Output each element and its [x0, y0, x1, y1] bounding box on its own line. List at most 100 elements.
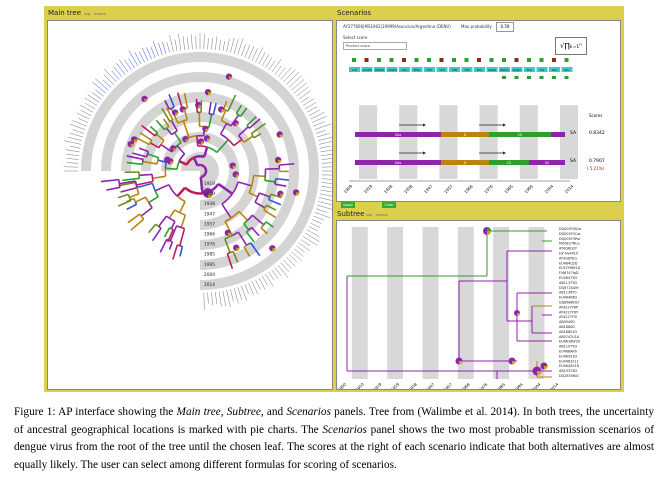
location-label: BOL	[527, 68, 533, 72]
leaf-label	[116, 63, 126, 75]
leaf-label	[308, 109, 321, 116]
leaf-label	[321, 182, 334, 184]
tree-branch	[202, 146, 209, 158]
location-box	[349, 67, 360, 72]
subtree-time-band	[351, 227, 368, 379]
leaf-label	[319, 193, 336, 198]
tree-branch	[251, 214, 265, 226]
subtree-leaf-label: DQ005Y2Car	[559, 232, 581, 236]
location-box	[536, 67, 548, 72]
tree-branch	[154, 183, 170, 192]
leaf-label	[146, 47, 152, 60]
ring-year-label: 1938	[204, 201, 215, 207]
apply-button[interactable]: Apply	[341, 202, 355, 208]
leaf-label	[298, 242, 311, 252]
location-color	[564, 76, 569, 79]
leaf-label	[218, 291, 222, 307]
leaf-label	[66, 158, 79, 160]
subtree-leaf-label: EU468AR0	[559, 350, 577, 354]
clear-button[interactable]: Clear	[382, 202, 396, 208]
tree-branch	[217, 182, 234, 195]
tree-branch	[138, 147, 149, 153]
tree-branch	[180, 214, 187, 228]
location-label: PER	[427, 68, 432, 72]
leaf-label	[207, 38, 209, 50]
ring-year-label: 1929	[204, 191, 215, 197]
tree-branch	[160, 143, 173, 153]
leaf-label	[321, 153, 335, 156]
pie-slice	[235, 123, 239, 127]
leaf-label	[300, 239, 311, 247]
tree-branch	[179, 228, 186, 246]
leaf-label	[203, 292, 205, 310]
location-color	[552, 76, 556, 79]
tree-branch	[212, 103, 217, 115]
leaf-label	[152, 40, 159, 57]
subtree-time-band	[387, 227, 404, 379]
leaf-label	[311, 116, 327, 123]
leaf-label	[169, 34, 174, 52]
leaf-label	[104, 69, 117, 83]
tree-branch	[172, 244, 179, 260]
scenario-arrow-head	[503, 151, 506, 155]
tree-branch	[178, 201, 186, 214]
tree-branch	[154, 190, 159, 198]
leaf-label	[91, 92, 102, 100]
tree-branch	[229, 250, 234, 254]
tree-branch	[176, 145, 186, 155]
subtree-newick-button[interactable]: newick	[376, 213, 389, 217]
location-label: PARAG	[488, 68, 497, 72]
leaf-label	[298, 90, 311, 100]
tree-branch	[196, 135, 199, 147]
tree-branch	[264, 179, 276, 183]
leaf-label	[317, 133, 330, 138]
location-box	[474, 67, 485, 72]
main-tree-newick-button[interactable]: newick	[94, 12, 107, 16]
tree-branch	[177, 120, 184, 124]
leaf-label	[241, 285, 247, 301]
location-label: BOL	[564, 68, 570, 72]
leaf-label	[277, 67, 286, 78]
pie-slice	[228, 76, 233, 80]
scenario-2-diff: ( 5.21%)	[587, 166, 605, 171]
subtree-svg-button[interactable]: svg	[366, 213, 373, 217]
tree-branch	[250, 122, 267, 135]
location-color	[514, 76, 519, 79]
leaf-label	[64, 140, 81, 145]
tree-branch	[257, 192, 261, 198]
main-tree-canvas[interactable]: 1919192919381947195719661976198519952004…	[48, 21, 339, 389]
leaf-label	[321, 178, 339, 180]
score-select[interactable]: Product score	[343, 42, 407, 50]
leaf-label	[139, 51, 145, 63]
scenario-segment	[355, 160, 441, 165]
tree-branch	[239, 107, 248, 117]
leaf-label	[302, 236, 318, 246]
location-box	[436, 67, 448, 72]
subtree-leaf-label: AB1107YD	[559, 345, 577, 349]
main-tree-title: Main tree	[48, 9, 82, 17]
tree-branch	[118, 181, 137, 187]
main-tree-svg-button[interactable]: svg	[84, 12, 91, 16]
leaf-label	[258, 277, 266, 290]
pie-slice	[207, 92, 212, 96]
location-label: PAR	[552, 68, 557, 72]
subtree-leaf-label: EU4463211	[559, 359, 579, 363]
tree-branch	[106, 186, 121, 191]
location-color	[564, 58, 569, 62]
leaf-label	[319, 197, 335, 202]
tree-branch	[219, 122, 228, 135]
ring-year-label: 1947	[204, 211, 215, 217]
subtree-leaf-label: AY6Q6Q2Y	[559, 247, 578, 251]
tree-branch	[176, 92, 184, 110]
tree-branch	[227, 139, 235, 147]
subtree-leaf-label: HZ Nv4410	[559, 252, 578, 256]
leaf-label	[67, 136, 82, 141]
max-probability-input[interactable]: 0.59	[496, 22, 514, 32]
scenario-time-band	[479, 105, 498, 179]
ancestral-pie-charts[interactable]	[127, 73, 300, 252]
leaf-label	[65, 153, 79, 156]
leaf-label	[158, 42, 163, 56]
